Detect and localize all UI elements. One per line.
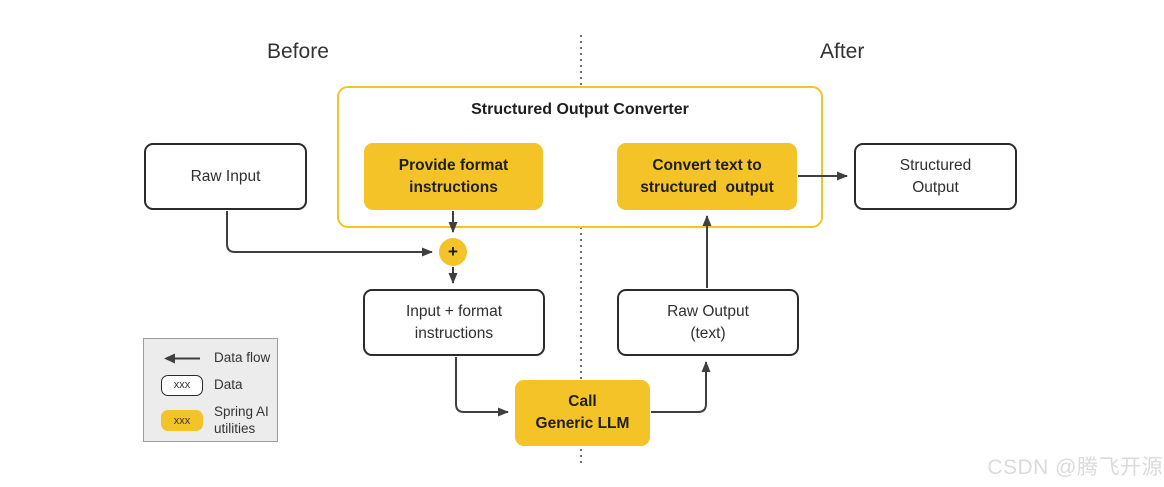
converter-group-title: Structured Output Converter bbox=[471, 101, 689, 118]
csdn-watermark: CSDN @腾飞开源 bbox=[987, 456, 1163, 479]
plus-merge-icon: + bbox=[439, 238, 467, 266]
call-generic-llm-node: Call Generic LLM bbox=[515, 380, 650, 446]
data-flow-arrow-icon bbox=[161, 353, 203, 364]
before-section-label: Before bbox=[267, 40, 329, 63]
raw-input-node: Raw Input bbox=[144, 143, 307, 210]
legend-row-data: xxx Data bbox=[161, 374, 277, 396]
legend-spring-ai-label: Spring AI utilities bbox=[214, 403, 269, 436]
legend-spring-ai-sample-box: xxx bbox=[161, 410, 203, 432]
legend-data-flow-label: Data flow bbox=[214, 350, 271, 365]
input-plus-format-instructions-node: Input + format instructions bbox=[363, 289, 545, 356]
legend-row-spring-ai: xxx Spring AI utilities bbox=[161, 404, 277, 438]
after-section-label: After bbox=[820, 40, 865, 63]
raw-output-text-node: Raw Output (text) bbox=[617, 289, 799, 356]
structured-output-node: Structured Output bbox=[854, 143, 1017, 210]
legend-row-data-flow: Data flow bbox=[161, 350, 277, 367]
provide-format-instructions-node: Provide format instructions bbox=[364, 143, 543, 210]
legend-box: Data flow xxx Data xxx Spring AI utiliti… bbox=[143, 338, 278, 442]
legend-data-sample-box: xxx bbox=[161, 374, 203, 396]
legend-data-label: Data bbox=[214, 376, 243, 392]
convert-text-to-structured-output-node: Convert text to structured output bbox=[617, 143, 797, 210]
